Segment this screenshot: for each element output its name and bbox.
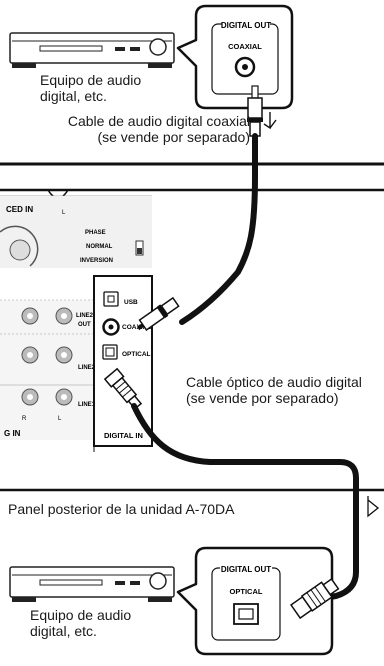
coaxial-cable [179, 133, 258, 325]
panel-line1: LINE1 [78, 402, 96, 408]
callout-top-title: DIGITAL OUT [221, 21, 271, 30]
optical-cable-label-line1: Cable óptico de audio digital [186, 374, 362, 390]
right-arrow-icon [367, 496, 380, 518]
source-bottom-label-line1: Equipo de audio [30, 607, 132, 623]
optical-cable-label-line2: (se vende por separado) [186, 390, 339, 406]
source-top-label-line2: digital, etc. [40, 88, 107, 104]
coaxial-plug-top-icon [247, 85, 263, 137]
panel-optical: OPTICAL [122, 351, 151, 358]
callout-bottom-title: DIGITAL OUT [221, 565, 271, 574]
panel-coaxial: COAXIAL [122, 324, 151, 331]
panel-line2-out-a: LINE2 [76, 313, 94, 319]
source-device-bottom [9, 566, 175, 602]
optical-plug-panel-icon [103, 367, 143, 410]
panel-digital-in: DIGITAL IN [104, 431, 143, 440]
source-top-label-line1: Equipo de audio [40, 72, 142, 88]
coax-cable-label-line2: (se vende por separado) [97, 129, 250, 145]
panel-line2: LINE2 [78, 365, 96, 371]
coaxial-plug-panel-icon [136, 296, 180, 331]
panel-line2-out-b: OUT [78, 322, 91, 328]
panel-channel-l: L [62, 210, 66, 216]
callout-top-port-label: COAXIAL [228, 42, 262, 51]
panel-r: R [22, 416, 27, 422]
callout-bottom-port-label: OPTICAL [230, 587, 263, 596]
optical-jack-icon [233, 603, 259, 625]
source-device-top [9, 32, 175, 68]
panel-usb: USB [124, 299, 138, 306]
callout-bottom-digital-out: DIGITAL OUT OPTICAL [176, 546, 334, 656]
rear-panel: CED IN L PHASE NORMAL INVERSION LINE2 OU… [0, 162, 384, 452]
rear-panel-caption: Panel posterior de la unidad A-70DA [8, 501, 235, 517]
panel-inversion: INVERSION [80, 258, 113, 264]
panel-balanced-in: CED IN [6, 205, 33, 214]
panel-phase: PHASE [85, 230, 106, 236]
down-arrow-icon [263, 112, 277, 130]
panel-normal: NORMAL [86, 244, 113, 250]
optical-cable [131, 403, 359, 603]
coax-cable-label-line1: Cable de audio digital coaxial [67, 113, 250, 129]
panel-g-in: G IN [4, 429, 21, 438]
source-bottom-label-line2: digital, etc. [30, 623, 97, 639]
optical-plug-bottom-icon [289, 577, 340, 620]
panel-l: L [58, 416, 62, 422]
callout-top-digital-out: DIGITAL OUT COAXIAL [176, 4, 294, 110]
